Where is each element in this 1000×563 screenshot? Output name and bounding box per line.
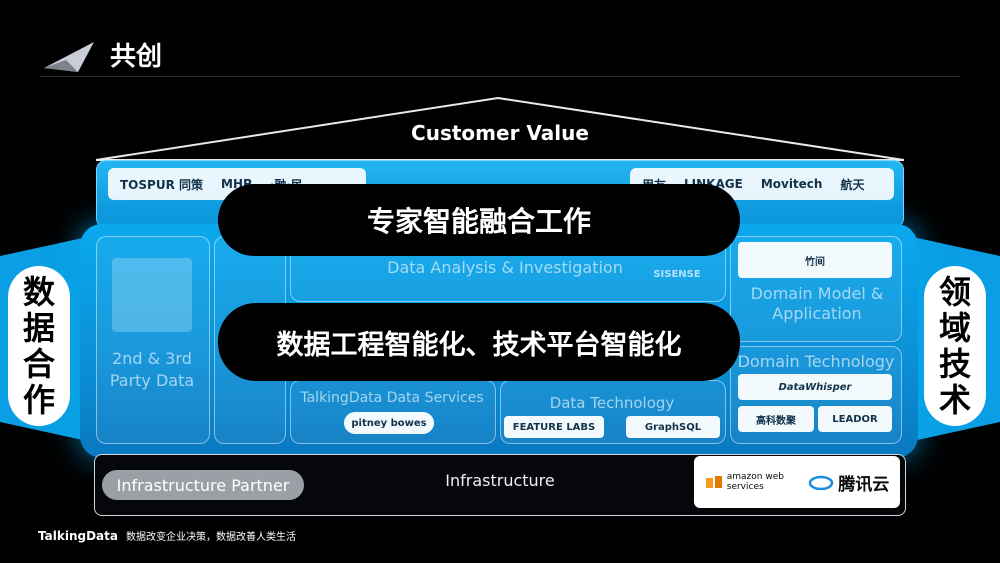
data-tech-label: Data Technology xyxy=(549,394,675,412)
domain-tech-label: Domain Technology xyxy=(737,352,895,371)
party-data-label: 2nd & 3rd Party Data xyxy=(109,349,195,390)
movitech-logo: Movitech xyxy=(760,177,823,191)
right-pill-char: 领 xyxy=(938,273,971,311)
left-pill-char: 合 xyxy=(22,345,55,383)
header-divider xyxy=(40,76,960,77)
data-cooperation-pill: 数 据 合 作 xyxy=(8,266,70,426)
cloud-partner-box: amazon web services 腾讯云 xyxy=(694,456,900,508)
domain-tech-pill: 领 域 技 术 xyxy=(924,266,986,426)
right-pill-char: 域 xyxy=(938,309,971,347)
engineering-banner: 数据工程智能化、技术平台智能化 xyxy=(218,303,740,381)
slide-title: 共创 xyxy=(110,42,163,72)
party-data-panel xyxy=(96,236,210,444)
leador-logo: LEADOR xyxy=(818,406,892,432)
infrastructure-partner-pill: Infrastructure Partner xyxy=(102,470,304,500)
infrastructure-label: Infrastructure xyxy=(445,471,555,490)
graphsql-logo: GraphSQL xyxy=(626,416,720,438)
party-logo-grid xyxy=(112,258,192,332)
tospur-logo: TOSPUR 同策 xyxy=(120,177,203,192)
aws-logo: amazon web services xyxy=(705,472,787,492)
expert-banner: 专家智能融合工作 xyxy=(218,184,740,256)
right-pill-char: 技 xyxy=(938,345,971,383)
left-pill-char: 据 xyxy=(22,309,55,347)
hangtian-logo: 航天 xyxy=(840,177,865,192)
aws-cube-icon xyxy=(705,476,722,488)
left-pill-char: 作 xyxy=(22,381,55,419)
footer-brand: TalkingData xyxy=(38,529,118,543)
domain-model-label: Domain Model & Application xyxy=(750,284,884,323)
zhujian-logo: 竹间 xyxy=(738,242,892,278)
sisense-logo: SISENSE xyxy=(653,268,701,280)
pitney-bowes-logo: pitney bowes xyxy=(344,412,434,434)
logo-icon xyxy=(44,42,96,72)
gaoke-logo: 高科数聚 xyxy=(738,406,814,432)
tencent-cloud-logo: 腾讯云 xyxy=(808,470,889,495)
footer-slogan: 数据改变企业决策，数据改善人类生活 xyxy=(125,532,296,543)
analysis-label: Data Analysis & Investigation xyxy=(387,258,623,277)
services-label: TalkingData Data Services xyxy=(300,390,484,406)
tencent-cloud-icon xyxy=(809,475,834,490)
left-pill-char: 数 xyxy=(22,273,55,311)
feature-labs-logo: FEATURE LABS xyxy=(504,416,604,438)
right-pill-char: 术 xyxy=(938,381,971,419)
footer: TalkingData 数据改变企业决策，数据改善人类生活 xyxy=(38,528,296,543)
datawhisper-logo: DataWhisper xyxy=(738,374,892,400)
customer-value-label: Customer Value xyxy=(411,121,589,145)
